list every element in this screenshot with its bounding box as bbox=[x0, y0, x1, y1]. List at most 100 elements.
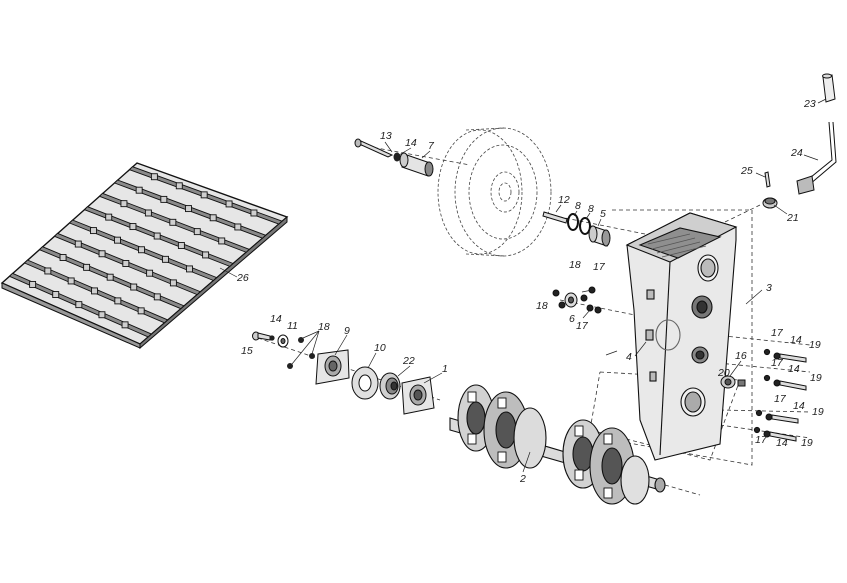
callout-17-sixth: 17 bbox=[755, 434, 768, 446]
callout-4: 4 bbox=[626, 351, 632, 363]
callout-14-third: 14 bbox=[790, 334, 802, 346]
track-clip bbox=[114, 297, 122, 305]
callout-9: 9 bbox=[344, 325, 350, 337]
track-clip bbox=[114, 236, 121, 244]
track-clip bbox=[225, 200, 233, 208]
track-clip bbox=[67, 277, 75, 285]
track-clip bbox=[175, 182, 183, 190]
track-clip bbox=[137, 307, 145, 315]
track-clip bbox=[234, 223, 242, 231]
track-clip bbox=[121, 321, 129, 329]
callout-1: 1 bbox=[442, 363, 448, 375]
track-clip bbox=[83, 263, 91, 271]
track-clip bbox=[29, 280, 37, 288]
track-clip bbox=[177, 242, 185, 249]
track-clip bbox=[193, 228, 201, 236]
track-clip bbox=[135, 186, 143, 194]
track-clip bbox=[98, 250, 106, 258]
callout-12: 12 bbox=[558, 194, 570, 206]
track-clip bbox=[44, 267, 52, 275]
track-clip bbox=[52, 291, 60, 298]
bolt-15 bbox=[252, 331, 271, 341]
track-clip bbox=[250, 209, 258, 217]
track-clip bbox=[218, 237, 226, 245]
track-clip bbox=[146, 269, 154, 277]
plate-10 bbox=[351, 366, 379, 400]
callout-19-fourth: 19 bbox=[801, 437, 813, 449]
track-clip bbox=[169, 218, 177, 226]
callout-17-fifth: 17 bbox=[774, 393, 787, 405]
callout-8-second: 8 bbox=[588, 203, 594, 215]
callout-18: 18 bbox=[569, 259, 581, 271]
track-clip bbox=[90, 227, 97, 235]
callout-14-sixth: 14 bbox=[776, 437, 788, 449]
callout-7: 7 bbox=[428, 140, 435, 152]
ring-8a bbox=[567, 213, 579, 231]
washer-14-left bbox=[269, 335, 275, 341]
track-clip bbox=[153, 293, 161, 301]
callout-18-third: 18 bbox=[318, 321, 330, 333]
track-clip bbox=[75, 301, 83, 309]
callout-18-second: 18 bbox=[536, 300, 548, 312]
callout-2: 2 bbox=[519, 473, 526, 485]
track-clip bbox=[200, 191, 208, 199]
pin-25 bbox=[764, 171, 771, 188]
callout-5: 5 bbox=[600, 208, 606, 220]
track-clip bbox=[186, 265, 193, 273]
spacer-7 bbox=[399, 152, 434, 177]
track-clip bbox=[150, 173, 158, 181]
track-clip bbox=[74, 240, 82, 248]
callout-17-fourth: 17 bbox=[771, 357, 784, 369]
nuts-18-left bbox=[287, 337, 315, 369]
callout-15: 15 bbox=[241, 345, 253, 357]
track-clip bbox=[202, 251, 210, 259]
callout-14-second: 14 bbox=[270, 313, 282, 325]
handle-23 bbox=[822, 73, 836, 103]
track-clip bbox=[106, 273, 114, 281]
callout-17-third: 17 bbox=[771, 327, 784, 339]
callout-19-third: 19 bbox=[812, 406, 824, 418]
ring-8b bbox=[579, 217, 591, 235]
track-clip bbox=[144, 209, 152, 217]
seal-11 bbox=[277, 334, 289, 348]
callout-24: 24 bbox=[790, 147, 803, 159]
gearbox-housing-3 bbox=[625, 212, 738, 461]
track-clip bbox=[59, 254, 67, 261]
callout-14-fifth: 14 bbox=[793, 400, 805, 412]
track-clip bbox=[98, 311, 106, 319]
track-clip bbox=[138, 246, 145, 254]
callout-8: 8 bbox=[575, 200, 581, 212]
callout-14-fourth: 14 bbox=[788, 363, 800, 375]
washer-set-6-17-18 bbox=[552, 286, 602, 314]
track-belt bbox=[0, 162, 289, 350]
callout-20: 20 bbox=[717, 367, 730, 379]
cap-21 bbox=[762, 197, 778, 209]
track-clip bbox=[105, 213, 113, 221]
bolt-13 bbox=[354, 138, 394, 158]
track-clip bbox=[122, 260, 130, 267]
drive-wheel bbox=[437, 127, 552, 257]
bearing-22 bbox=[379, 372, 401, 400]
callout-17-second: 17 bbox=[576, 320, 589, 332]
track-clip bbox=[185, 205, 192, 213]
callout-21: 21 bbox=[786, 212, 799, 224]
callout-19-second: 19 bbox=[810, 372, 822, 384]
callout-11: 11 bbox=[287, 320, 298, 332]
shift-rod-24 bbox=[796, 121, 837, 195]
leader-lines bbox=[219, 98, 827, 473]
callout-10: 10 bbox=[374, 342, 386, 354]
sensor-16-20 bbox=[720, 375, 746, 389]
callout-labels: 13 14 7 12 8 8 5 23 24 25 21 26 18 17 18… bbox=[236, 98, 824, 485]
flange-9 bbox=[315, 349, 350, 385]
track-clip bbox=[162, 255, 169, 263]
callout-3: 3 bbox=[766, 282, 772, 294]
callout-14: 14 bbox=[405, 137, 417, 149]
callout-22: 22 bbox=[402, 355, 415, 367]
track-clip bbox=[91, 287, 98, 295]
callout-16: 16 bbox=[735, 350, 747, 362]
pin-12 bbox=[542, 211, 568, 224]
track-clip bbox=[209, 214, 217, 222]
callout-17: 17 bbox=[593, 261, 606, 273]
